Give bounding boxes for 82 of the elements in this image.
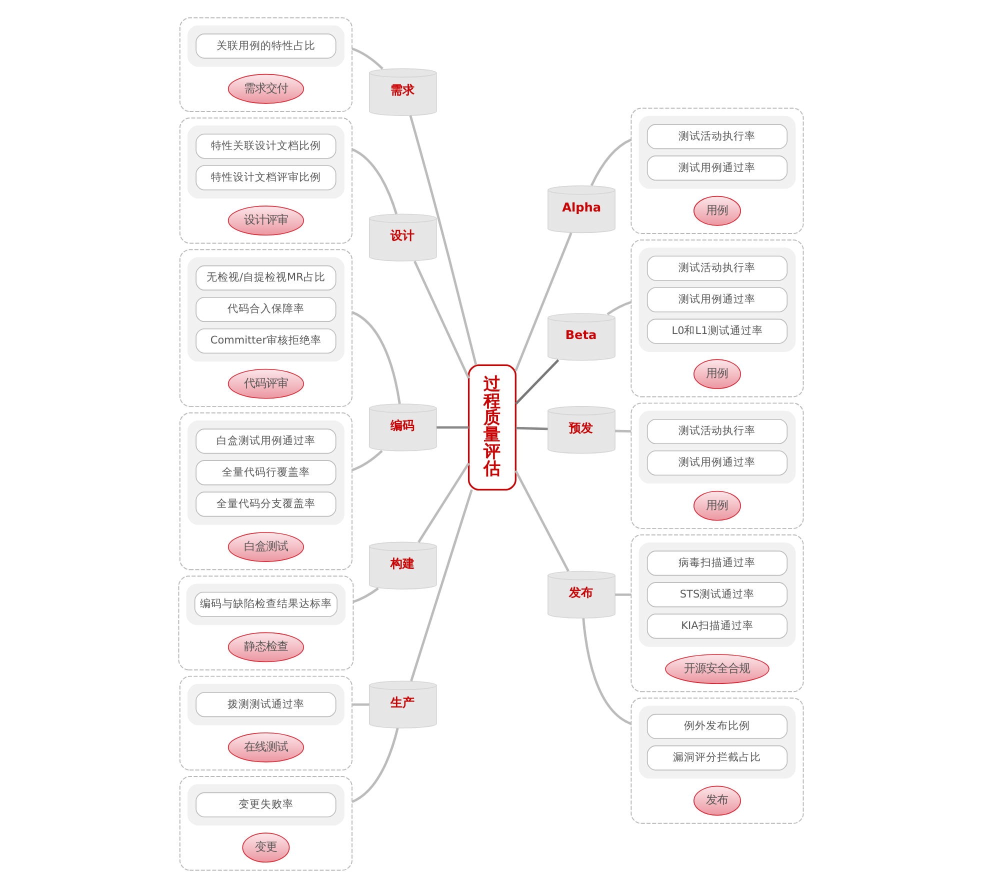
cluster [178, 776, 352, 871]
node-ellipse: 用例 [693, 359, 740, 390]
node-ellipse: 在线测试 [227, 732, 304, 762]
cluster [630, 698, 804, 824]
cluster [638, 706, 796, 779]
connector [352, 703, 369, 706]
cluster [187, 684, 344, 726]
node-box: 全量代码分支覆盖率 [195, 492, 336, 517]
cluster [178, 576, 354, 670]
node-ellipse: 白盒测试 [227, 532, 304, 562]
node-box: STS测试通过率 [646, 582, 788, 608]
connector [614, 430, 631, 433]
node-box: 白盒测试用例通过率 [195, 428, 336, 454]
node-box: 代码合入保障率 [195, 296, 336, 322]
cluster [178, 249, 352, 407]
connector [413, 260, 470, 379]
connector [614, 593, 631, 596]
node-box: Committer审核拒绝率 [195, 328, 336, 354]
node-ellipse: 静态检查 [227, 632, 304, 662]
connector [606, 300, 632, 316]
cluster [186, 584, 346, 626]
node-box: 测试用例通过率 [646, 450, 788, 476]
node-box: 特性关联设计文档比例 [195, 134, 336, 159]
node-ellipse: 变更 [242, 832, 290, 863]
cluster [630, 108, 804, 234]
cluster [638, 542, 796, 647]
node-box: 无检视/自提检视MR占比 [195, 265, 336, 290]
node-box: 测试活动执行率 [646, 256, 788, 281]
node-box: KIA扫描通过率 [646, 614, 788, 639]
cluster [638, 248, 796, 352]
cluster [178, 676, 352, 771]
node-box: 特性设计文档评审比例 [195, 165, 336, 190]
node-box: 关联用例的特性占比 [195, 34, 336, 59]
cluster [630, 534, 804, 692]
cluster [638, 116, 796, 189]
cluster [178, 412, 352, 570]
connector [515, 426, 548, 430]
node-ellipse: 用例 [693, 490, 740, 521]
connector [514, 232, 572, 372]
connector [350, 311, 400, 404]
connector [410, 489, 472, 682]
cluster [187, 420, 344, 525]
node-ellipse: 需求交付 [227, 74, 304, 104]
cluster [638, 410, 796, 484]
cluster [178, 117, 352, 244]
node-ellipse: 用例 [693, 196, 740, 226]
cluster [187, 25, 344, 67]
connector [417, 462, 470, 543]
node-ellipse: 代码评审 [227, 368, 304, 399]
cluster [187, 126, 344, 198]
node-box: 过程质量评估 [467, 364, 516, 490]
cluster [630, 402, 804, 529]
node-box: 漏洞评分拦截占比 [646, 745, 788, 770]
connector [350, 728, 398, 803]
cluster [187, 257, 344, 362]
node-box: 编码与缺陷检查结果达标率 [194, 592, 337, 617]
connector [350, 148, 398, 214]
node-box: 测试用例通过率 [646, 287, 788, 312]
connector [351, 450, 382, 472]
node-box: 变更失败率 [195, 792, 336, 818]
node-ellipse: 设计评审 [227, 206, 304, 236]
connector [408, 115, 477, 366]
cluster [630, 239, 804, 398]
cluster [178, 17, 352, 112]
connector [582, 618, 632, 725]
node-ellipse: 开源安全合规 [664, 654, 769, 684]
node-box: 拨测测试通过率 [195, 692, 336, 718]
connector [514, 359, 559, 405]
node-box: 例外发布比例 [646, 714, 788, 739]
connector [351, 48, 383, 70]
connector [436, 426, 468, 429]
node-box: L0和L1测试通过率 [646, 318, 788, 344]
node-box: 全量代码行覆盖率 [195, 460, 336, 486]
node-box: 测试活动执行率 [646, 124, 788, 150]
connector [352, 587, 378, 603]
connector [590, 138, 632, 186]
connector [514, 470, 569, 572]
cluster [187, 784, 344, 826]
node-box: 测试用例通过率 [646, 156, 788, 181]
node-box: 测试活动执行率 [646, 418, 788, 444]
node-box: 病毒扫描通过率 [646, 550, 788, 576]
node-ellipse: 发布 [693, 786, 740, 816]
